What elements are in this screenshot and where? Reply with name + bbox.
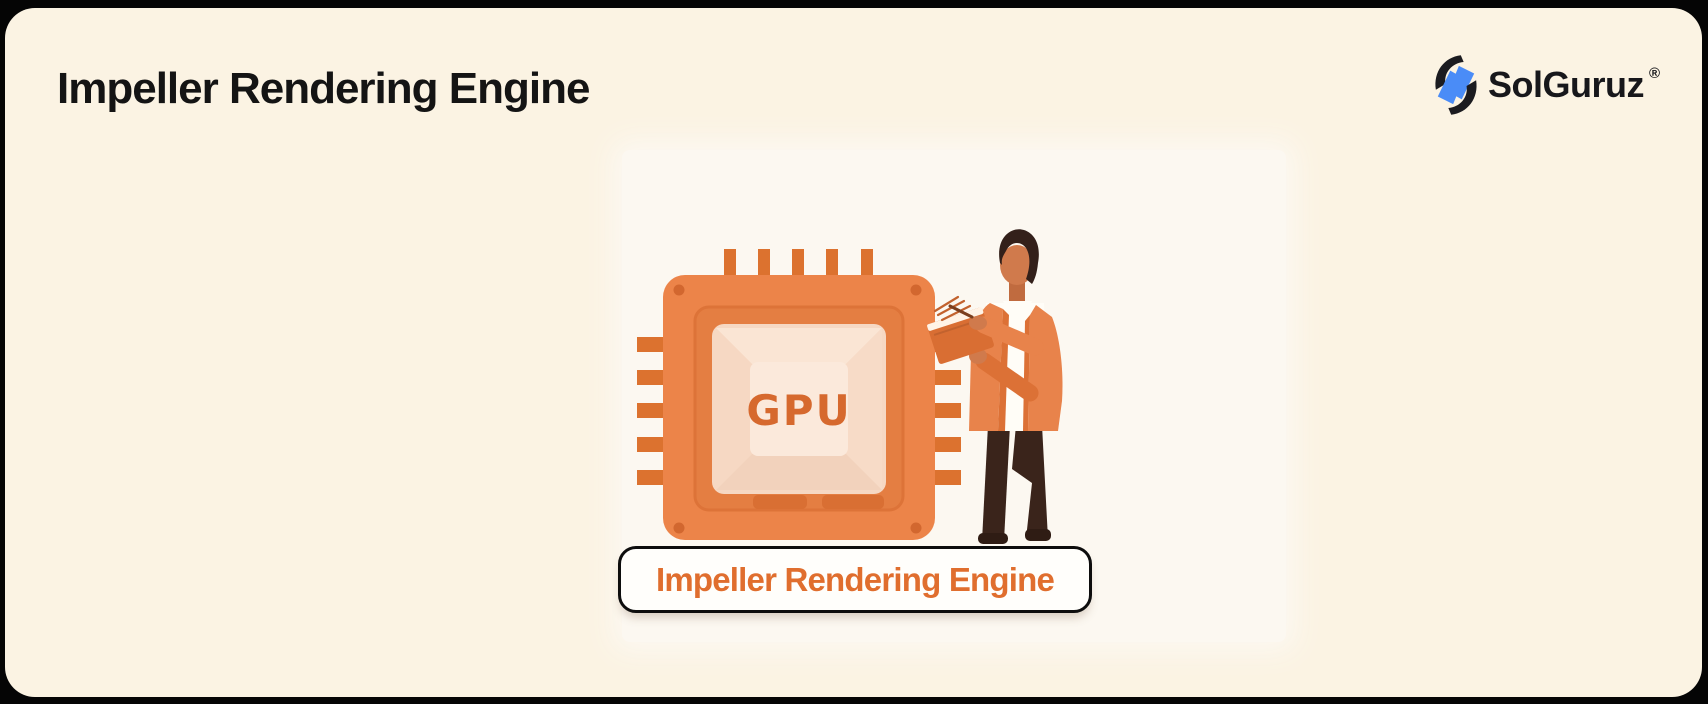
solguruz-lightning-icon: [1435, 55, 1477, 115]
person-hair: [999, 229, 1039, 284]
page-title: Impeller Rendering Engine: [57, 64, 590, 113]
registered-trademark-icon: ®: [1649, 64, 1661, 82]
chip-screws: [673, 284, 922, 534]
chip-pins-left: [637, 337, 665, 485]
chip-pins-top: [724, 249, 873, 277]
person-lower-arm: [975, 352, 1039, 402]
person-hand-right: [969, 316, 987, 330]
chip-label: GPU: [746, 386, 851, 435]
person-head: [1000, 245, 1034, 285]
gpu-chip: GPU: [637, 249, 961, 540]
person-illustration: [927, 229, 1063, 544]
canvas-card: Impeller Rendering Engine SolGuruz ®: [5, 8, 1702, 697]
person-legs: [978, 425, 1051, 544]
person-neck: [1009, 279, 1025, 303]
brand-name: SolGuruz: [1488, 64, 1645, 105]
gpu-chip-illustration: GPU: [637, 229, 1063, 544]
brand-logo: SolGuruz ®: [1433, 52, 1664, 118]
pen: [948, 304, 974, 319]
person-upper-arm: [975, 316, 1044, 356]
chip-die-bevel: [712, 324, 886, 494]
caption-label: Impeller Rendering Engine: [655, 560, 1055, 598]
caption-box: Impeller Rendering Engine: [618, 546, 1092, 613]
